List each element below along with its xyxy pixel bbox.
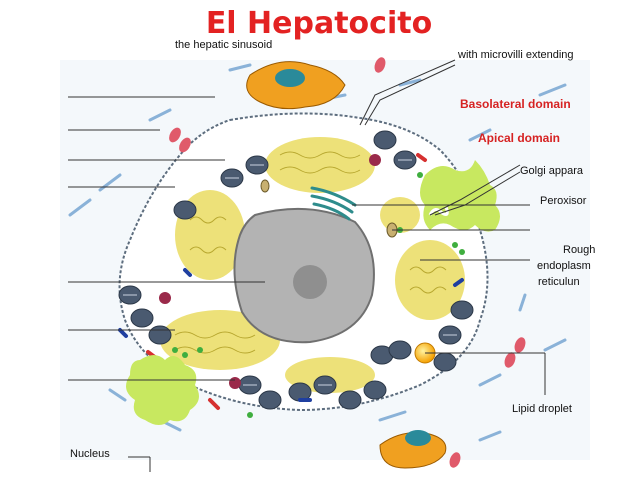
lysosomes (159, 154, 381, 389)
label-apical-domain: Apical domain (478, 131, 560, 145)
nucleus (233, 207, 375, 344)
label-basolateral-domain: Basolateral domain (460, 97, 571, 111)
golgi-apparatus (310, 186, 357, 221)
peroxisome-2 (260, 179, 270, 193)
red-blood-cells (169, 57, 526, 468)
nucleolus (293, 265, 327, 299)
diagram-title: El Hepatocito (205, 6, 433, 41)
label-golgi: Golgi appara (520, 165, 584, 177)
label-rough-1: Rough (563, 244, 595, 256)
er-texture (174, 151, 447, 354)
label-nucleus: Nucleus (70, 448, 110, 460)
label-peroxisome: Peroxisor (540, 195, 587, 207)
membrane-junctions (118, 153, 464, 410)
leader-lines-right (352, 59, 546, 395)
mitochondria-cristae (123, 159, 457, 386)
label-microvilli: with microvilli extending (457, 49, 574, 61)
label-lipid-droplet: Lipid droplet (512, 403, 572, 415)
label-rough-3: reticulun (538, 276, 580, 288)
kupffer-cell-bottom (379, 430, 447, 469)
label-rough-2: endoplasm (537, 260, 591, 272)
leader-lines-left (68, 96, 265, 472)
kupffer-cell-top (246, 61, 346, 110)
label-top-caption: the hepatic sinusoid (175, 39, 272, 51)
